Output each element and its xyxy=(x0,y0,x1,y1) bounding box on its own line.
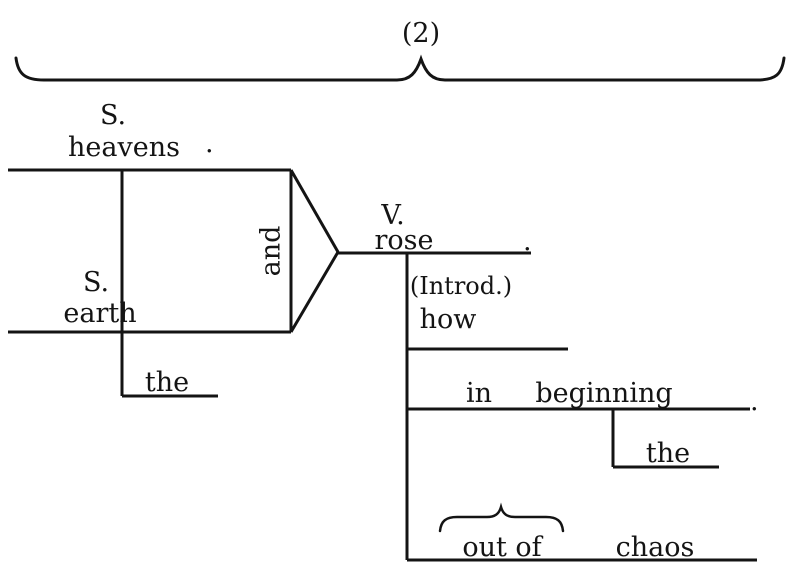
prep-object-beginning: beginning xyxy=(535,378,672,409)
prep-object-chaos: chaos xyxy=(616,532,695,563)
clause-number-label: (2) xyxy=(402,18,440,49)
article-the-beginning: the xyxy=(646,438,690,469)
clause-overbrace xyxy=(14,54,786,82)
subject1-role-label: S. xyxy=(100,100,126,131)
period-after-rose: . xyxy=(523,226,532,257)
introductory-label: (Introd.) xyxy=(410,272,512,300)
out-of-overbrace xyxy=(438,502,565,533)
prep-in: in xyxy=(466,378,492,409)
verb-role-label: V. xyxy=(380,200,404,231)
prep-out-of: out of xyxy=(462,532,543,563)
introductory-word: how xyxy=(420,304,477,335)
converge-top-slant xyxy=(289,169,340,253)
converge-bottom-slant xyxy=(289,251,340,333)
subject2-word: earth xyxy=(63,298,136,329)
subject2-role-label: S. xyxy=(83,267,109,298)
article-the-earth: the xyxy=(145,367,189,398)
period-after-beginning: . xyxy=(750,386,759,417)
subject1-word: heavens xyxy=(68,132,180,163)
conjunction-label: and xyxy=(256,226,287,277)
period-after-heavens: . xyxy=(205,128,214,159)
verb-word: rose xyxy=(375,225,434,256)
